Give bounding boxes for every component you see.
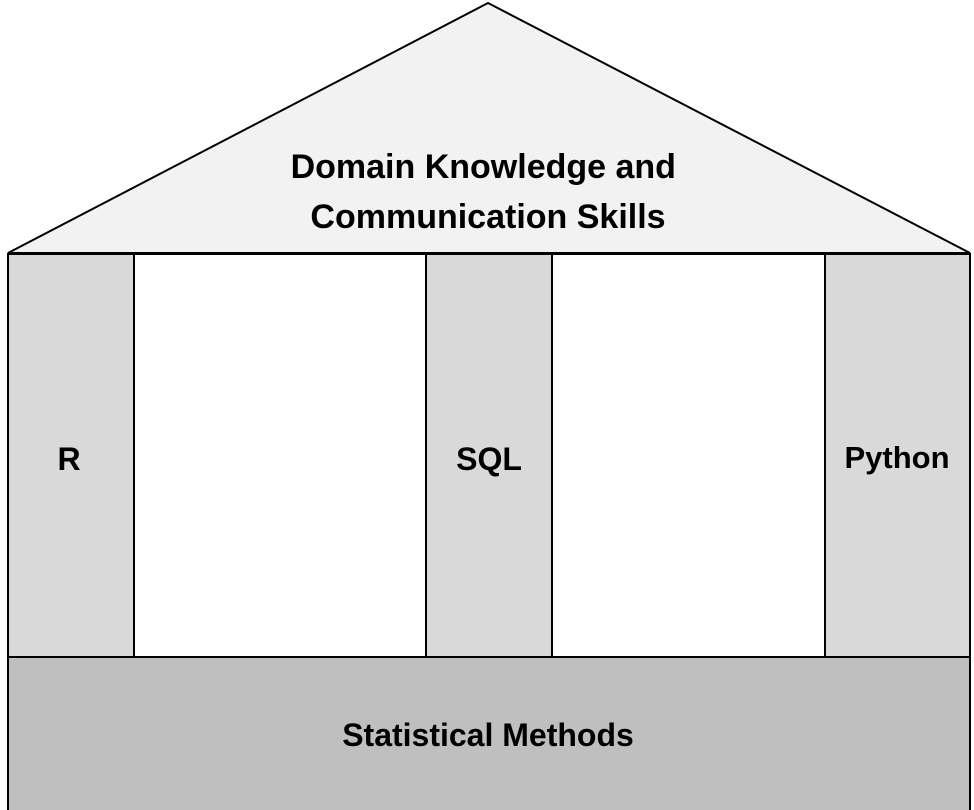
roof-label: Domain Knowledge and Communication Skill… xyxy=(291,148,686,236)
pillar-python xyxy=(824,253,971,658)
roof-label-line-1: Domain Knowledge and xyxy=(291,148,676,186)
foundation-label: Statistical Methods xyxy=(342,717,634,753)
pillar-r xyxy=(7,253,135,658)
foundation-block xyxy=(7,656,971,810)
pillar-label-r: R xyxy=(57,441,80,477)
pillar-label-sql: SQL xyxy=(456,441,522,477)
roof-label-line-2: Communication Skills xyxy=(310,198,665,236)
pillar-label-python: Python xyxy=(844,440,949,475)
pillar-sql xyxy=(425,253,553,658)
